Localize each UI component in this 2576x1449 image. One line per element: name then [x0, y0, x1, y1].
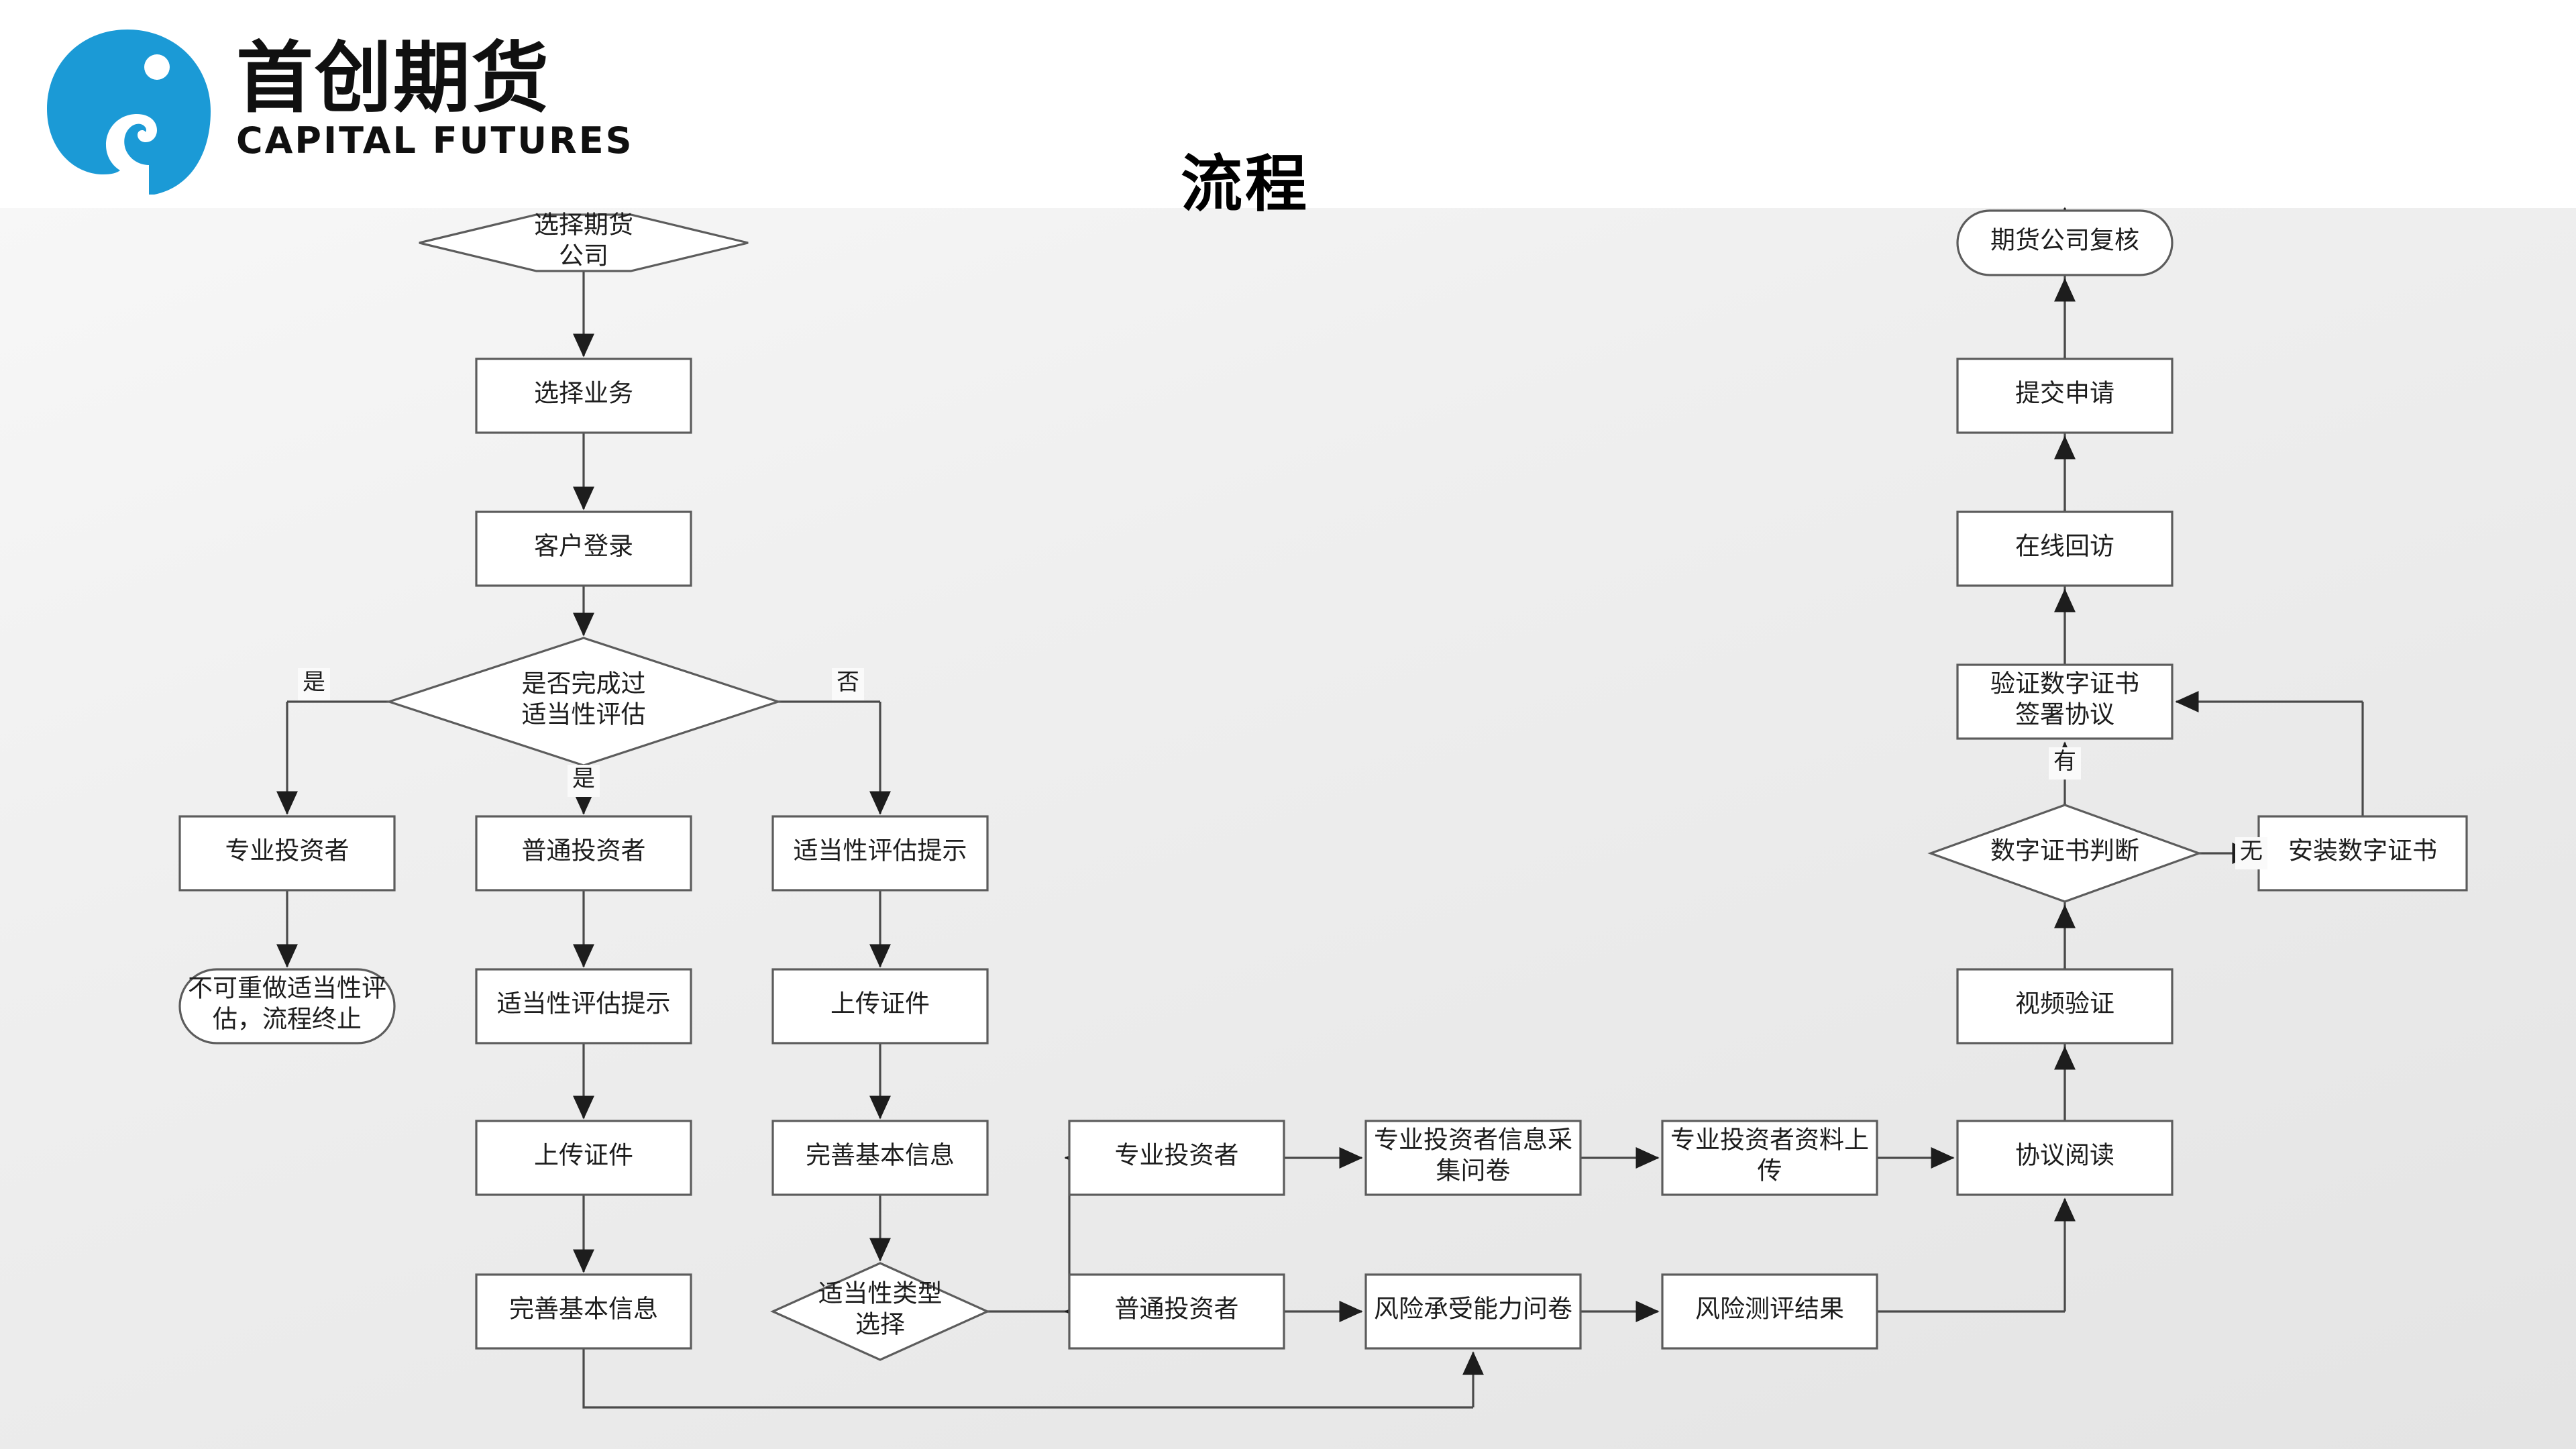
flow-node[interactable]: 普通投资者	[1069, 1275, 1284, 1348]
edge-label: 是	[303, 670, 325, 695]
edge-label: 是	[572, 767, 595, 792]
node-label: 客户登录	[534, 532, 633, 560]
flow-node[interactable]: 客户登录	[476, 512, 691, 586]
flow-node[interactable]: 专业投资者资料上传	[1662, 1121, 1877, 1195]
flow-node[interactable]: 专业投资者	[1069, 1121, 1284, 1195]
node-label: 选择业务	[534, 380, 633, 407]
flow-node[interactable]: 验证数字证书签署协议	[1957, 665, 2172, 739]
flow-node[interactable]: 是否完成过适当性评估	[389, 638, 778, 765]
flow-node[interactable]: 选择期货公司	[419, 211, 748, 271]
node-label: 专业投资者	[1115, 1141, 1239, 1169]
flow-node[interactable]: 上传证件	[773, 969, 987, 1043]
flow-node[interactable]: 完善基本信息	[773, 1121, 987, 1195]
flow-node[interactable]: 适当性类型选择	[773, 1263, 987, 1360]
flow-edge	[584, 1348, 1473, 1407]
edge-label: 有	[2053, 749, 2076, 774]
node-label: 签署协议	[2015, 700, 2114, 729]
edge-label: 无	[2240, 839, 2263, 864]
node-label: 适当性评估提示	[794, 837, 967, 865]
node-label: 估，流程终止	[213, 1006, 362, 1033]
node-label: 不可重做适当性评	[188, 975, 386, 1002]
node-label: 适当性类型	[818, 1280, 943, 1307]
node-label: 普通投资者	[1115, 1295, 1239, 1323]
flow-node[interactable]: 适当性评估提示	[773, 816, 987, 890]
flow-node[interactable]: 安装数字证书	[2259, 816, 2467, 890]
node-label: 公司	[559, 242, 608, 270]
node-label: 是否完成过	[522, 669, 646, 698]
node-label: 传	[1758, 1157, 1782, 1185]
node-label: 安装数字证书	[2288, 837, 2437, 865]
node-label: 适当性评估提示	[497, 989, 671, 1018]
node-label: 验证数字证书	[1990, 669, 2139, 698]
node-label: 期货公司复核	[1990, 226, 2139, 254]
node-label: 专业投资者信息采	[1374, 1126, 1572, 1154]
node-label: 上传证件	[534, 1142, 633, 1169]
flow-node[interactable]: 普通投资者	[476, 816, 691, 890]
flow-node[interactable]: 专业投资者	[180, 816, 394, 890]
flow-node[interactable]: 不可重做适当性评估，流程终止	[180, 969, 394, 1043]
flow-node[interactable]: 期货公司复核	[1957, 211, 2172, 275]
node-label: 专业投资者	[225, 837, 350, 865]
node-label: 视频验证	[2015, 989, 2114, 1018]
flow-node[interactable]: 完善基本信息	[476, 1275, 691, 1348]
flow-node[interactable]: 风险承受能力问卷	[1366, 1275, 1580, 1348]
flow-node[interactable]: 数字证书判断	[1931, 805, 2199, 902]
flow-node[interactable]: 风险测评结果	[1662, 1275, 1877, 1348]
flow-node[interactable]: 专业投资者信息采集问卷	[1366, 1121, 1580, 1195]
node-label: 在线回访	[2015, 532, 2114, 560]
node-label: 数字证书判断	[1990, 837, 2139, 865]
node-label: 选择	[855, 1311, 905, 1338]
flow-node[interactable]: 适当性评估提示	[476, 969, 691, 1043]
nodes-layer: 选择期货公司选择业务客户登录是否完成过适当性评估专业投资者普通投资者适当性评估提…	[180, 211, 2467, 1360]
node-label: 风险承受能力问卷	[1374, 1295, 1572, 1323]
node-label: 专业投资者资料上	[1670, 1126, 1869, 1154]
flow-node[interactable]: 提交申请	[1957, 359, 2172, 433]
edge-label: 否	[837, 670, 859, 695]
node-label: 选择期货	[534, 211, 633, 239]
flow-node[interactable]: 在线回访	[1957, 512, 2172, 586]
node-label: 协议阅读	[2015, 1142, 2114, 1169]
node-label: 适当性评估	[522, 701, 646, 729]
node-label: 完善基本信息	[509, 1295, 658, 1323]
node-label: 集问卷	[1436, 1157, 1511, 1185]
node-label: 风险测评结果	[1695, 1295, 1844, 1323]
flow-node[interactable]: 协议阅读	[1957, 1121, 2172, 1195]
node-label: 提交申请	[2015, 379, 2114, 407]
flow-node[interactable]: 上传证件	[476, 1121, 691, 1195]
flow-node[interactable]: 选择业务	[476, 359, 691, 433]
node-label: 普通投资者	[522, 837, 646, 865]
node-label: 完善基本信息	[806, 1141, 955, 1169]
flow-node[interactable]: 视频验证	[1957, 969, 2172, 1043]
node-label: 上传证件	[830, 990, 930, 1018]
